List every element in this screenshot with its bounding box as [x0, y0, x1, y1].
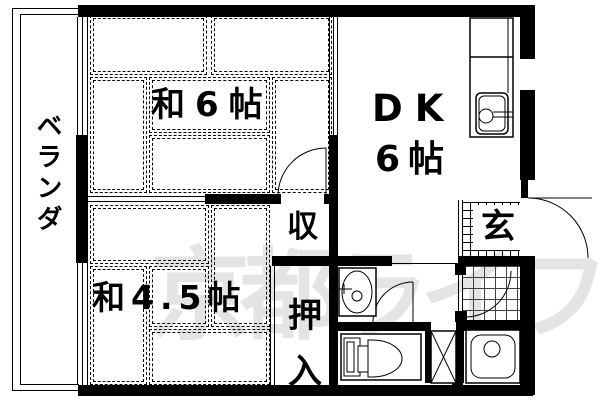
- room-label-veranda: ベランダ: [32, 112, 62, 236]
- window-line: [87, 17, 88, 135]
- entrance-door-swing: [528, 197, 592, 259]
- room-label-oshiire: 押入: [288, 296, 322, 393]
- wall: [338, 322, 431, 331]
- room-label-dk: DK: [372, 87, 456, 130]
- wall: [521, 180, 528, 198]
- wall: [205, 194, 281, 204]
- genkan-step-line: [458, 200, 459, 258]
- tatami-mat: [149, 77, 270, 133]
- wall: [456, 320, 535, 331]
- room-label-washitsu45: 和4.5帖: [92, 278, 247, 317]
- washbasin: [338, 267, 377, 317]
- kitchen-window: [520, 59, 535, 90]
- room-label-storage: 収: [287, 209, 318, 245]
- closet-fusuma-line: [270, 266, 271, 385]
- wall: [329, 256, 392, 266]
- wall: [272, 256, 338, 266]
- tatami-mat: [149, 329, 270, 385]
- sliding-door-line: [329, 17, 330, 135]
- doorway-line: [458, 266, 459, 322]
- wall: [78, 5, 535, 17]
- wall: [458, 256, 535, 266]
- wall: [455, 311, 467, 322]
- wall: [78, 385, 533, 396]
- room-door-swing: [277, 147, 327, 197]
- sliding-door-line: [337, 17, 338, 135]
- genkan-label-box: [473, 205, 523, 250]
- sliding-partition-line: [88, 201, 205, 202]
- room-label-washitsu6: 和6帖: [151, 85, 273, 125]
- window-line: [82, 17, 83, 135]
- window-line: [77, 17, 78, 135]
- toilet: [340, 333, 422, 381]
- washing-machine-space: [430, 330, 457, 384]
- sliding-partition-line: [88, 196, 205, 197]
- wall: [455, 263, 466, 275]
- window-line: [87, 263, 88, 385]
- tatami-mat: [149, 135, 270, 193]
- window-line: [82, 263, 83, 385]
- veranda-inner-frame: [20, 14, 79, 385]
- washroom-entry-line: [392, 263, 457, 264]
- bathroom-door-swing: [465, 270, 512, 318]
- tatami-mat: [149, 266, 209, 327]
- room-label-dk-size: 6帖: [375, 139, 453, 180]
- tatami-mat: [90, 77, 147, 193]
- wall: [456, 331, 464, 383]
- veranda-outer-frame: [12, 8, 79, 391]
- bathtub: [465, 329, 521, 384]
- genkan-step-line: [462, 200, 463, 258]
- room-label-genkan: 玄: [481, 207, 515, 247]
- bathroom-hall-tile-grid: [462, 266, 529, 323]
- entrance-door-opening: [520, 180, 535, 258]
- sliding-door-line: [333, 17, 334, 135]
- tatami-mat: [90, 266, 147, 385]
- kitchen-sink-counter: [469, 17, 514, 138]
- tatami-mat: [90, 205, 209, 264]
- wall: [425, 331, 431, 383]
- tatami-mat: [211, 205, 270, 327]
- wall: [76, 135, 88, 263]
- washroom-door-swing: [372, 281, 414, 323]
- window-line: [77, 263, 78, 385]
- closet-fusuma-line: [274, 266, 275, 385]
- doorway-line: [462, 266, 463, 322]
